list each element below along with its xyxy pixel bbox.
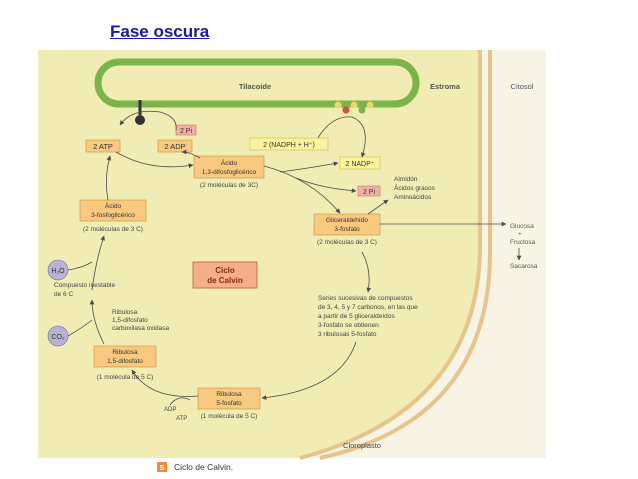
- g3p-box-line2: 3-fosfato: [334, 226, 360, 233]
- bpg-box: [193, 155, 265, 179]
- ru5p-count-label: (1 molécula de 5 C): [201, 413, 258, 420]
- arrow-to-pi: [295, 177, 357, 194]
- arrow-to-nadp: [279, 161, 339, 173]
- arrow-g3p-down: [361, 251, 372, 293]
- atp-box: [85, 139, 121, 153]
- arrow-ru5p-to-rubp: [131, 369, 199, 397]
- g3p-count-label: (2 moléculas de 3 C): [317, 239, 377, 246]
- arrow-h2o-in: [67, 261, 93, 271]
- thylakoid-ring: [94, 58, 420, 108]
- calvin-cycle-box: [192, 261, 258, 289]
- arrow-rubp-up: [89, 299, 105, 345]
- series-text-4: 3-fosfato se obtienen: [318, 322, 379, 329]
- atp-box-label: 2 ATP: [93, 142, 113, 151]
- photosystem-dot-icon: [366, 101, 374, 109]
- nadph-box-label: 2 (NADPH + H⁺): [263, 142, 315, 149]
- pi-mid-box: [357, 185, 381, 197]
- pga-box-line1: Ácido: [105, 201, 122, 210]
- caption-number: 5: [160, 463, 164, 472]
- plus-label: +: [518, 231, 522, 238]
- thylakoid-label: Tilacoide: [239, 82, 271, 91]
- sacarosa-label: Sacarosa: [510, 263, 538, 270]
- atp-small-label: ATP: [176, 416, 187, 422]
- page-title: Fase oscura: [110, 22, 210, 41]
- products-label-3: Aminoácidos: [394, 194, 432, 201]
- rubp-box-line2: 1,5-difosfato: [107, 358, 143, 365]
- bpg-count-label: (2 moléculas de 3C): [200, 182, 258, 189]
- series-text-5: 3 ribulosas 5-fosfato: [318, 331, 377, 338]
- arrow-unstable-to-pga: [91, 235, 105, 291]
- arrow-bpg-to-adp: [181, 149, 201, 159]
- ru5p-box-line2: 5-fosfato: [216, 400, 242, 407]
- products-label-1: Almidón: [394, 176, 418, 183]
- cytosol-label: Citosol: [511, 82, 534, 91]
- chloroplast-membrane-inner: [299, 50, 482, 460]
- caption-number-box: [157, 462, 167, 472]
- enzyme-label-2: 1,5-difosfato: [112, 317, 148, 324]
- arrow-co2-in: [67, 319, 93, 337]
- series-text-2: de 3, 4, 5 y 7 carbonos, en las que: [318, 304, 418, 311]
- arrow-g3p-to-products: [367, 199, 389, 215]
- ru5p-box: [197, 387, 261, 410]
- photosystem-dot-icon: [334, 101, 342, 109]
- arrow-bpg-to-g3p: [263, 165, 341, 214]
- rubp-count-label: (1 molécula de 5 C): [97, 374, 154, 381]
- arrow-atp-to-bpg: [115, 151, 194, 169]
- arrow-series-to-ru5p: [261, 341, 357, 400]
- rubp-box-line1: Ribulosa: [112, 349, 138, 356]
- photosystem-dot-icon: [342, 106, 350, 114]
- photosystem-dot-icon: [350, 101, 358, 109]
- stroma-label: Estroma: [430, 82, 461, 91]
- g3p-box-line1: Gliceraldehído: [326, 217, 368, 224]
- adp-box-label: 2 ADP: [164, 142, 185, 151]
- unstable-label-2: de 6 C: [54, 291, 73, 298]
- cycle-arrows: [67, 110, 522, 406]
- h2o-label: H₂O: [51, 268, 65, 275]
- arrow-atp-synthase-loop: [119, 110, 177, 131]
- pga-count-label: (2 moléculas de 3 C): [83, 226, 143, 233]
- caption-text: Ciclo de Calvin.: [174, 462, 233, 472]
- glucosa-label: Glucosa: [510, 223, 534, 230]
- nadp-box: [339, 156, 381, 170]
- unstable-label-1: Compuesto inestable: [54, 282, 115, 289]
- calvin-cycle-line1: Ciclo: [215, 266, 235, 275]
- pi-mid-label: 2 Pi: [363, 189, 376, 196]
- rubp-box: [93, 345, 157, 368]
- adp-small-label: ADP: [164, 407, 176, 413]
- products-label-2: Ácidos grasos: [394, 183, 436, 192]
- calvin-cycle-line2: de Calvin: [207, 276, 243, 285]
- pga-box: [79, 199, 147, 222]
- arrow-adp-atp-loop: [169, 397, 191, 406]
- co2-label: CO₂: [51, 334, 65, 341]
- arrow-pga-to-atp: [106, 155, 112, 201]
- pi-top-label: 2 Pi: [180, 128, 193, 135]
- fructosa-label: Fructosa: [510, 239, 536, 246]
- bpg-box-line2: 1,3-difosfoglicérico: [202, 169, 257, 176]
- g3p-box: [313, 213, 381, 236]
- adp-box: [157, 139, 193, 153]
- nadp-box-label: 2 NADP⁺: [346, 161, 375, 168]
- photosystem-dot-icon: [358, 106, 366, 114]
- enzyme-label-1: Ribulosa: [112, 309, 138, 316]
- chloroplast-membrane-outer: [319, 50, 492, 460]
- chloroplast-label: Cloroplasto: [343, 441, 381, 450]
- atp-synthase-icon: [135, 115, 145, 125]
- arrow-nadph-loop: [317, 116, 366, 158]
- pga-box-line2: 3-fosfoglicérico: [91, 212, 135, 219]
- nadph-box: [249, 137, 329, 151]
- enzyme-label-3: carboxilasa oxidasa: [112, 325, 169, 332]
- bpg-box-line1: Ácido: [221, 158, 238, 167]
- series-text-1: Series sucesivas de compuestos: [318, 295, 413, 302]
- series-text-3: a partir de 5 gliceraldeídos: [318, 313, 395, 320]
- ru5p-box-line1: Ribulosa: [216, 391, 242, 398]
